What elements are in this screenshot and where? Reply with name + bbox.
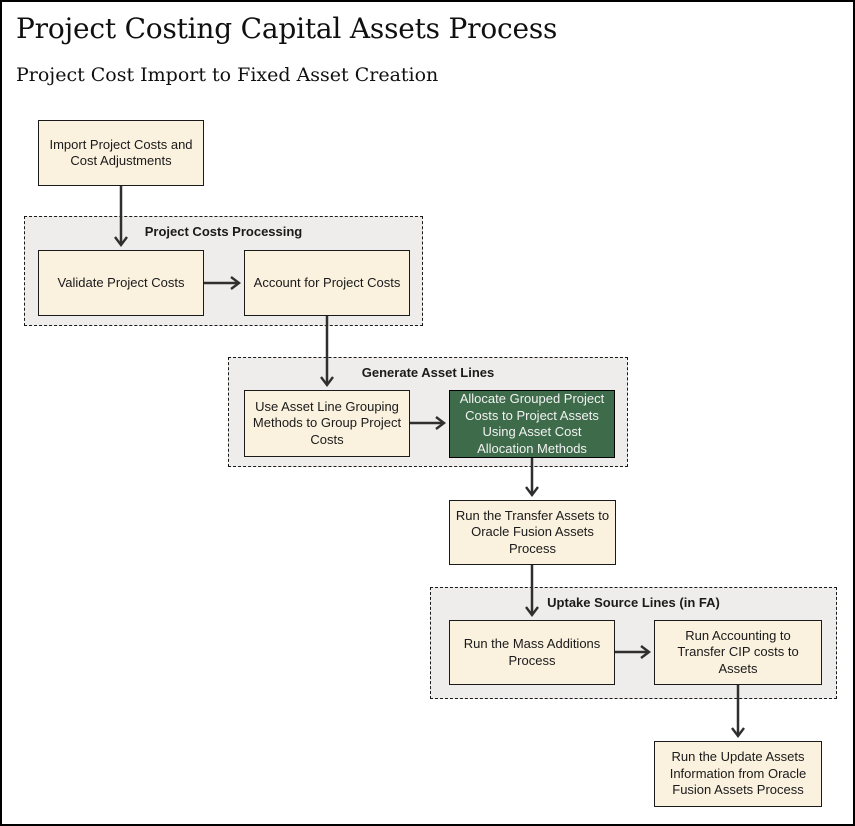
node-validate-project-costs: Validate Project Costs [38,250,204,316]
group-label-uptake-source-lines: Uptake Source Lines (in FA) [547,595,720,610]
page-title: Project Costing Capital Assets Process [16,12,558,45]
node-label: Run Accounting to Transfer CIP costs to … [677,627,799,676]
node-label: Allocate Grouped Project Costs to Projec… [459,391,605,456]
node-label: Run the Transfer Assets to Oracle Fusion… [455,507,610,556]
group-label-generate-asset-lines: Generate Asset Lines [361,365,495,380]
node-update-assets-information: Run the Update Assets Information from O… [654,741,822,807]
node-account-for-project-costs: Account for Project Costs [244,250,410,316]
node-label: Import Project Costs and Cost Adjustment… [49,136,193,169]
node-label: Run the Update Assets Information from O… [669,749,807,798]
node-label: Run the Mass Additions Process [463,636,601,668]
node-allocate-grouped-costs: Allocate Grouped Project Costs to Projec… [449,390,615,458]
node-transfer-assets-process: Run the Transfer Assets to Oracle Fusion… [449,500,616,565]
node-label: Account for Project Costs [253,274,401,290]
node-import-project-costs: Import Project Costs and Cost Adjustment… [38,120,204,186]
page-subtitle: Project Cost Import to Fixed Asset Creat… [16,64,439,86]
node-label: Validate Project Costs [57,274,185,290]
node-mass-additions-process: Run the Mass Additions Process [449,620,615,685]
group-label-project-costs-processing: Project Costs Processing [144,224,303,239]
node-use-asset-line-grouping: Use Asset Line Grouping Methods to Group… [244,390,410,457]
node-run-accounting-cip: Run Accounting to Transfer CIP costs to … [654,620,822,685]
node-label: Use Asset Line Grouping Methods to Group… [252,398,402,447]
